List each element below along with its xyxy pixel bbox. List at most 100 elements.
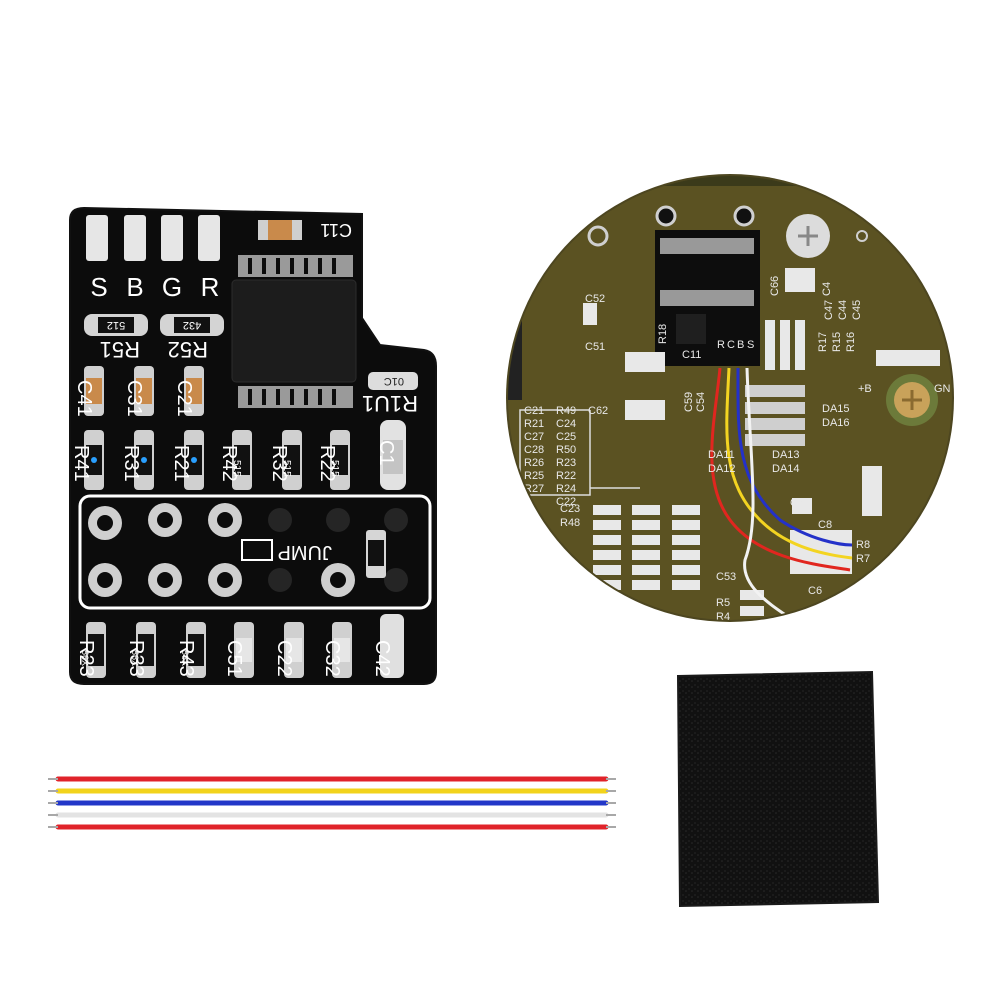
adhesive-velcro-pad bbox=[676, 670, 880, 908]
label-c51: C51 bbox=[223, 640, 245, 677]
label-c21: C21 bbox=[173, 380, 195, 417]
label-r21: R21 bbox=[170, 445, 192, 482]
output-pins bbox=[86, 215, 220, 261]
svg-text:C6: C6 bbox=[808, 585, 822, 597]
svg-text:C66: C66 bbox=[769, 276, 781, 296]
label-r43: R43 bbox=[175, 640, 197, 677]
label-r1: R1 bbox=[390, 391, 418, 416]
svg-text:R8: R8 bbox=[856, 539, 870, 551]
label-c11: C11 bbox=[320, 220, 352, 240]
svg-text:R48: R48 bbox=[560, 517, 580, 529]
svg-text:C21: C21 bbox=[524, 405, 544, 417]
svg-text:R23: R23 bbox=[556, 457, 576, 469]
label-c22: C22 bbox=[273, 640, 295, 677]
svg-text:C53: C53 bbox=[716, 571, 736, 583]
capacitor-c11 bbox=[258, 220, 302, 240]
resistor-row-2 bbox=[84, 420, 406, 490]
svg-text:C23: C23 bbox=[560, 503, 580, 515]
label-r22: R22 bbox=[316, 445, 338, 482]
svg-text:C8: C8 bbox=[818, 519, 832, 531]
label-u1: U1 bbox=[362, 391, 390, 416]
svg-text:R22: R22 bbox=[556, 470, 576, 482]
pin-label-b: B bbox=[126, 272, 143, 302]
label-c31: C31 bbox=[123, 380, 145, 417]
svg-text:R17: R17 bbox=[817, 332, 829, 352]
svg-text:B: B bbox=[737, 339, 744, 351]
sync-board: S B G R C11 bbox=[69, 206, 437, 685]
svg-text:R26: R26 bbox=[524, 457, 544, 469]
svg-text:512: 512 bbox=[107, 319, 125, 331]
svg-text:DA13: DA13 bbox=[772, 449, 800, 461]
svg-text:R15: R15 bbox=[831, 332, 843, 352]
svg-text:C11: C11 bbox=[682, 349, 701, 361]
svg-text:R: R bbox=[717, 339, 725, 351]
svg-text:R21: R21 bbox=[524, 418, 544, 430]
label-r51: R51 bbox=[100, 337, 140, 362]
svg-text:515: 515 bbox=[329, 460, 340, 477]
pin-label-r: R bbox=[201, 272, 220, 302]
svg-text:C62: C62 bbox=[588, 405, 608, 417]
jumper-wires bbox=[48, 776, 616, 830]
svg-text:515: 515 bbox=[231, 460, 242, 477]
label-r31: R31 bbox=[120, 445, 142, 482]
pin-label-s: S bbox=[90, 272, 107, 302]
svg-text:515: 515 bbox=[281, 460, 292, 477]
svg-text:DA15: DA15 bbox=[822, 403, 850, 415]
svg-text:R24: R24 bbox=[556, 483, 576, 495]
label-c1: C1 bbox=[375, 440, 397, 466]
bottom-component-row bbox=[86, 614, 404, 678]
installed-board-photo: C52 C51 C66 C4 R18 C11 R17 R15 R16 C47 C… bbox=[506, 174, 954, 623]
svg-text:56X: 56X bbox=[130, 650, 140, 666]
svg-text:C51: C51 bbox=[585, 341, 605, 353]
svg-text:C59: C59 bbox=[683, 392, 695, 412]
svg-text:C22: C22 bbox=[556, 496, 576, 508]
svg-text:C24: C24 bbox=[556, 418, 576, 430]
svg-text:R4: R4 bbox=[716, 611, 730, 623]
svg-text:R7: R7 bbox=[856, 553, 870, 565]
label-c42: C42 bbox=[371, 640, 393, 677]
svg-text:DA11: DA11 bbox=[708, 449, 735, 461]
svg-text:C52: C52 bbox=[585, 293, 605, 305]
label-c41: C41 bbox=[73, 380, 95, 417]
svg-text:56X: 56X bbox=[80, 650, 90, 666]
svg-text:R25: R25 bbox=[524, 470, 544, 482]
svg-text:C47: C47 bbox=[823, 300, 835, 320]
label-c32: C32 bbox=[321, 640, 343, 677]
svg-text:R5: R5 bbox=[716, 597, 730, 609]
svg-text:C54: C54 bbox=[695, 392, 707, 412]
label-r42: R42 bbox=[218, 445, 240, 482]
label-r33: R33 bbox=[125, 640, 147, 677]
svg-text:R16: R16 bbox=[845, 332, 857, 352]
through-holes bbox=[88, 503, 408, 597]
svg-text:56X: 56X bbox=[180, 650, 190, 666]
label-jumper: JUMP bbox=[278, 541, 332, 563]
label-r52: R52 bbox=[168, 337, 208, 362]
connector-outline bbox=[78, 494, 432, 610]
svg-text:R18: R18 bbox=[657, 324, 669, 344]
svg-text:R49: R49 bbox=[556, 405, 576, 417]
svg-text:DA16: DA16 bbox=[822, 417, 850, 429]
label-r23: R23 bbox=[75, 640, 97, 677]
svg-text:R27: R27 bbox=[524, 483, 544, 495]
pin-label-g: G bbox=[162, 272, 182, 302]
svg-text:+B: +B bbox=[858, 383, 872, 395]
svg-text:C44: C44 bbox=[837, 300, 849, 320]
svg-text:C25: C25 bbox=[556, 431, 576, 443]
svg-text:432: 432 bbox=[183, 319, 201, 331]
capacitor-row bbox=[84, 366, 204, 416]
svg-text:DA14: DA14 bbox=[772, 463, 800, 475]
resistor-r1 bbox=[368, 372, 418, 390]
label-r41: R41 bbox=[70, 445, 92, 482]
svg-text:C4: C4 bbox=[821, 282, 833, 296]
svg-text:DA12: DA12 bbox=[708, 463, 736, 475]
svg-text:01C: 01C bbox=[384, 375, 404, 387]
svg-text:C28: C28 bbox=[524, 444, 544, 456]
ic-u1 bbox=[231, 255, 357, 408]
svg-text:C45: C45 bbox=[851, 300, 863, 320]
svg-text:C60: C60 bbox=[790, 497, 810, 509]
svg-text:C: C bbox=[727, 339, 735, 351]
label-r32: R32 bbox=[268, 445, 290, 482]
svg-text:GN: GN bbox=[934, 383, 951, 395]
svg-text:S: S bbox=[747, 339, 754, 351]
